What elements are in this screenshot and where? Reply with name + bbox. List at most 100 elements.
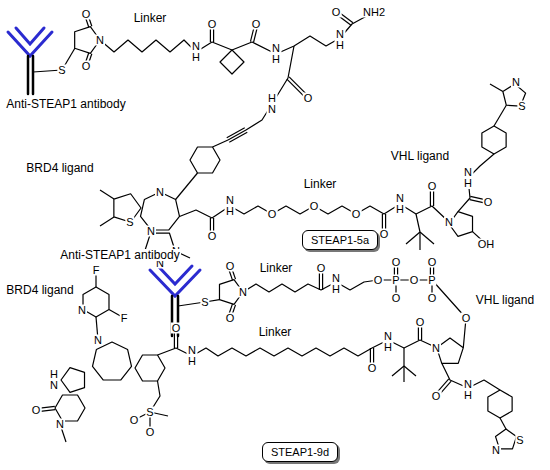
single-bond <box>100 40 232 52</box>
atom-label: O <box>367 363 378 374</box>
atom-label: O <box>415 317 426 328</box>
single-bond <box>494 105 506 126</box>
atom-label: OH <box>477 239 496 250</box>
atom-label: O <box>431 391 442 402</box>
single-bond <box>404 366 416 376</box>
single-bond <box>403 366 404 382</box>
atom-label: P <box>427 275 436 286</box>
atom-label: O <box>373 275 384 286</box>
compound-tag: STEAP1-5a <box>302 230 378 250</box>
ring-bond <box>61 368 85 393</box>
single-bond <box>178 300 220 306</box>
atom-label: N H <box>335 29 346 51</box>
part-caption: BRD4 ligand <box>25 162 94 174</box>
part-caption: VHL ligand <box>475 294 535 306</box>
atom-label: O <box>309 201 320 212</box>
ring-bond <box>482 126 506 154</box>
part-caption: Linker <box>259 262 294 274</box>
ring-bond <box>488 390 512 418</box>
atom-label: S <box>200 297 209 308</box>
ring-bond <box>135 355 165 381</box>
atom-label: O <box>145 427 156 438</box>
antibody-arms <box>8 28 52 56</box>
atom-label: O <box>171 323 182 334</box>
single-bond <box>213 140 229 147</box>
atom-label: O <box>225 261 236 272</box>
atom-label: N <box>95 35 105 46</box>
multiple-bond <box>319 272 320 290</box>
atom-label: O <box>81 9 92 20</box>
single-bond <box>100 190 114 199</box>
atom-label: N H <box>191 41 202 63</box>
atom-label: O <box>316 263 327 274</box>
single-bond <box>500 418 506 429</box>
atom-label: N <box>155 187 165 198</box>
atom-label: O <box>303 93 314 104</box>
atom-label: F <box>92 265 101 276</box>
atom-label: N H <box>383 331 394 353</box>
single-bond <box>419 232 420 250</box>
ring-bond <box>190 147 220 173</box>
ring-bond <box>220 50 244 74</box>
atom-label: O <box>129 415 140 426</box>
single-bond <box>403 348 404 366</box>
atom-label: O <box>427 181 438 192</box>
atom-label: NH2 <box>362 7 386 18</box>
single-bond <box>406 232 420 244</box>
single-bond <box>100 217 114 226</box>
single-bond <box>490 84 503 92</box>
ring-bond <box>55 395 85 421</box>
atom-label: S <box>517 101 526 112</box>
atom-label: O <box>427 293 438 304</box>
atom-label: N <box>146 226 156 237</box>
part-caption: VHL ligand <box>390 150 450 162</box>
atom-label: S <box>515 435 524 446</box>
atom-label: O <box>461 313 472 324</box>
compound-tag: STEAP1-9d <box>262 442 338 462</box>
single-bond <box>416 214 420 232</box>
atom-label: O <box>81 61 92 72</box>
single-bond <box>176 173 198 200</box>
atom-label: N H <box>463 379 474 401</box>
atom-label: O <box>391 293 402 304</box>
single-bond <box>158 340 437 356</box>
atom-label: O <box>331 7 342 18</box>
atom-label: N <box>93 335 103 346</box>
atom-label: N H <box>395 193 406 215</box>
atom-label: O <box>409 275 420 286</box>
atom-label: O <box>31 405 42 416</box>
atom-label: O <box>207 19 218 30</box>
part-caption: Anti-STEAP1 antibody <box>59 249 180 261</box>
part-caption: Linker <box>258 326 293 338</box>
atom-label: O <box>379 229 390 240</box>
compound-name: STEAP1-9d <box>271 446 329 458</box>
atom-label: N H <box>271 43 282 65</box>
atom-label: H N <box>267 93 278 115</box>
atom-label: N <box>55 419 65 430</box>
atom-label: O <box>391 257 402 268</box>
atom-label: S <box>57 65 66 76</box>
atom-label: O <box>351 209 362 220</box>
ring-bond <box>93 342 132 380</box>
single-bond <box>458 154 494 212</box>
atom-label: O <box>483 197 494 208</box>
single-bond <box>232 12 374 54</box>
ring-bond <box>141 192 180 230</box>
atom-label: N <box>491 445 501 456</box>
antibody-stem <box>28 56 33 94</box>
atom-label: O <box>207 231 218 242</box>
single-bond <box>392 366 404 376</box>
part-caption: Anti-STEAP1 antibody <box>5 98 126 110</box>
atom-label: P <box>391 275 400 286</box>
multiple-bond <box>227 128 245 138</box>
atom-label: N <box>431 343 441 354</box>
multiple-bond <box>322 272 323 290</box>
atom-label: O <box>251 19 262 30</box>
atom-label: S <box>145 407 154 418</box>
atom-label: S <box>125 217 134 228</box>
atom-label: O <box>267 209 278 220</box>
atom-label: N <box>77 305 87 316</box>
atom-label: F <box>120 313 129 324</box>
atom-label: N H <box>331 273 342 295</box>
atom-label: N H <box>187 345 198 367</box>
